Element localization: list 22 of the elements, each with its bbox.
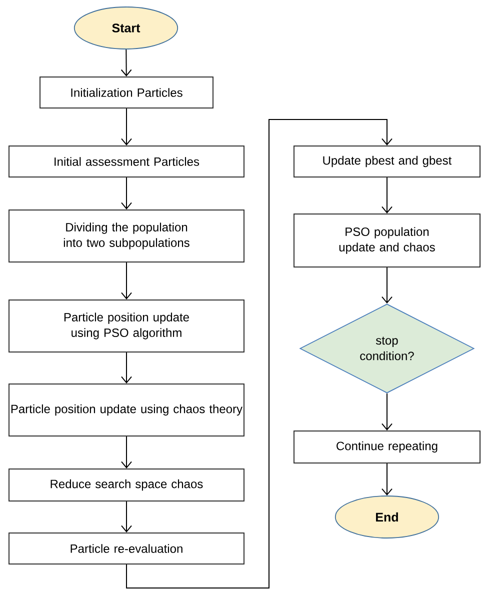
arrow	[120, 48, 132, 76]
process-box: PSO population update and chaos	[294, 214, 480, 268]
process-box: Particle position update using chaos theory	[8, 384, 244, 436]
arrow	[121, 501, 132, 532]
arrow	[382, 177, 392, 214]
process-box: Dividing the population into two subpopulations	[8, 210, 244, 262]
arrow	[382, 463, 392, 496]
process-box: Reduce search space chaos	[8, 468, 244, 502]
arrow	[121, 108, 132, 146]
arrow	[382, 267, 392, 304]
process-box: Initialization Particles	[40, 76, 214, 108]
process-box: Particle position update using PSO algorithm	[8, 300, 244, 352]
arrow	[121, 177, 132, 210]
arrow	[121, 352, 132, 384]
process-box: Continue repeating	[294, 430, 480, 464]
arrow	[382, 392, 392, 430]
process-box: Particle re-evaluation	[8, 532, 244, 564]
process-box: Update pbest and gbest	[294, 146, 480, 178]
arrow	[121, 262, 132, 300]
arrow	[126, 119, 392, 588]
process-box: Initial assessment Particles	[8, 146, 244, 178]
arrow	[121, 436, 132, 468]
